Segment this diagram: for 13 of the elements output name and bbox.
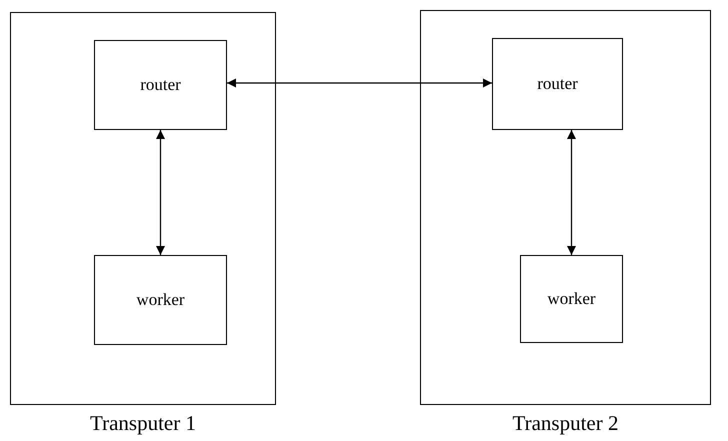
- double-arrow: [156, 130, 165, 255]
- transputer-caption: Transputer 1: [89, 411, 197, 436]
- double-arrow: [227, 78, 492, 88]
- double-arrow: [567, 130, 576, 255]
- process-box: [520, 255, 623, 343]
- box-label: router: [140, 75, 181, 95]
- box-label: worker: [547, 289, 596, 309]
- process-box: [94, 40, 227, 130]
- process-box: [94, 255, 227, 345]
- transputer-caption: Transputer 2: [512, 411, 620, 436]
- process-box: [492, 38, 623, 130]
- box-label: worker: [136, 290, 185, 310]
- box-label: router: [537, 74, 578, 94]
